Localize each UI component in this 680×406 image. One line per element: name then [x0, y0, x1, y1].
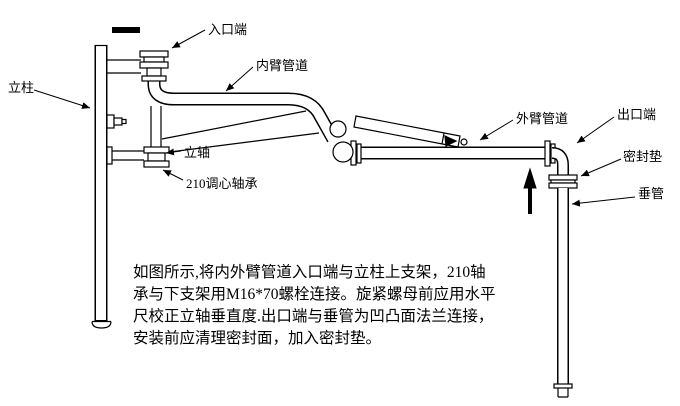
- installation-note: 如图所示,将内外臂管道入口端与立柱上支架，210轴 承与下支架用M16*70螺栓…: [133, 263, 496, 347]
- gusset-bracket: [161, 110, 320, 154]
- drop-pipe: [553, 188, 573, 398]
- note-line: 承与下支架用M16*70螺栓连接。旋紧螺母前应用水平: [133, 284, 496, 303]
- top-support-bar: [112, 27, 140, 33]
- flange-gasket-joint: [548, 174, 578, 189]
- label-outer-arm: 外臂管道: [516, 111, 568, 126]
- note-line: 安装前应清理密封面，加入密封垫。: [133, 328, 381, 347]
- label-inlet: 入口端: [208, 22, 247, 37]
- leader-outer-arm: [479, 119, 514, 141]
- leader-outlet: [576, 116, 615, 144]
- note-line: 尺校正立轴垂直度.出口端与垂管为凹凸面法兰连接，: [133, 307, 493, 325]
- label-vertical-shaft: 立轴: [184, 145, 210, 160]
- upper-support: [107, 59, 141, 74]
- up-arrow-icon: [523, 167, 537, 214]
- leader-gasket: [580, 158, 622, 177]
- vertical-shaft: [150, 106, 162, 148]
- column: [91, 44, 112, 329]
- inner-arm-pipe: [147, 77, 339, 144]
- callout-labels: 入口端 内臂管道 立柱 立轴 210调心轴承 外臂管道 出口端 密封垫 垂管: [8, 22, 664, 201]
- leader-drop-pipe: [571, 196, 636, 207]
- outlet-assembly: [544, 140, 569, 176]
- label-drop-pipe: 垂管: [638, 186, 664, 201]
- balance-cylinder: [353, 115, 468, 148]
- bearing-assembly: [143, 146, 170, 168]
- label-bearing: 210调心轴承: [186, 176, 258, 191]
- leader-shaft: [165, 148, 182, 156]
- swivel-joints: [329, 120, 354, 163]
- label-inner-arm: 内臂管道: [256, 58, 308, 73]
- upper-bracket: [106, 114, 127, 129]
- note-line: 如图所示,将内外臂管道入口端与立柱上支架，210轴: [133, 263, 486, 281]
- lower-support: [106, 146, 144, 165]
- leader-column: [33, 89, 91, 109]
- label-outlet: 出口端: [617, 107, 656, 122]
- inlet-assembly: [139, 50, 169, 82]
- leader-lines: [33, 29, 636, 207]
- label-column: 立柱: [8, 80, 34, 95]
- leader-bearing: [162, 169, 184, 181]
- label-gasket: 密封垫: [623, 149, 662, 164]
- leader-inlet: [171, 29, 206, 49]
- leader-inner-arm: [225, 66, 254, 92]
